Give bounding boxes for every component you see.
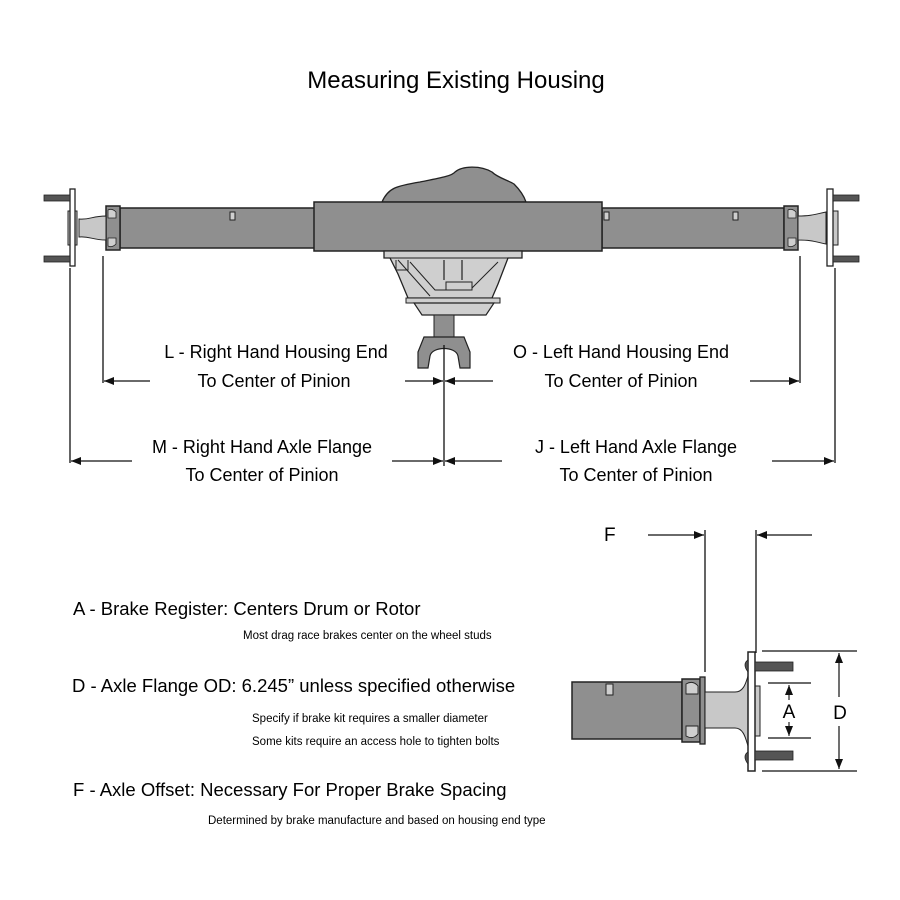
dimension-j-sublabel: To Center of Pinion xyxy=(559,465,712,485)
detail-axle-tube xyxy=(571,681,683,740)
note-d-detail-1: Specify if brake kit requires a smaller … xyxy=(252,713,488,725)
left-hand-housing-end xyxy=(783,188,860,267)
note-d-heading: D - Axle Flange OD: 6.245” unless specif… xyxy=(72,675,515,696)
dimension-m-sublabel: To Center of Pinion xyxy=(185,465,338,485)
wheel-stud xyxy=(43,255,71,263)
third-member xyxy=(383,250,523,316)
register-a-label: A xyxy=(783,702,796,723)
center-section xyxy=(313,201,603,252)
note-f-heading: F - Axle Offset: Necessary For Proper Br… xyxy=(73,779,507,800)
wheel-stud xyxy=(754,661,794,672)
dimension-m-label: M - Right Hand Axle Flange xyxy=(152,437,372,457)
offset-f-label: F xyxy=(604,525,616,546)
dimension-o-sublabel: To Center of Pinion xyxy=(544,371,697,391)
rear-axle-housing xyxy=(43,166,860,369)
tube-tab xyxy=(605,683,614,696)
flange-od-d-label: D xyxy=(833,703,847,724)
right-hand-axle-tube xyxy=(119,207,317,249)
note-a-heading: A - Brake Register: Centers Drum or Roto… xyxy=(73,598,421,619)
dimension-l-sublabel: To Center of Pinion xyxy=(197,371,350,391)
axle-flange xyxy=(747,651,756,772)
differential-cover xyxy=(381,166,527,203)
dimension-lines xyxy=(69,256,836,466)
right-hand-housing-end xyxy=(43,188,121,267)
note-f-detail: Determined by brake manufacture and base… xyxy=(208,815,546,827)
dimension-j-label: J - Left Hand Axle Flange xyxy=(535,437,737,457)
wheel-stud xyxy=(754,750,794,761)
wheel-stud xyxy=(832,194,860,202)
note-d-detail-2: Some kits require an access hole to tigh… xyxy=(252,736,500,748)
dimension-o-label: O - Left Hand Housing End xyxy=(513,342,729,362)
notes: A - Brake Register: Centers Drum or Roto… xyxy=(72,598,546,827)
dimension-l-label: L - Right Hand Housing End xyxy=(164,342,387,362)
left-hand-axle-tube xyxy=(601,207,785,249)
wheel-stud xyxy=(832,255,860,263)
note-a-detail: Most drag race brakes center on the whee… xyxy=(243,630,492,642)
diagram-title: Measuring Existing Housing xyxy=(307,67,604,94)
tube-tab xyxy=(229,211,236,221)
housing-end-detail: F A D xyxy=(571,525,857,772)
pinion-yoke xyxy=(417,314,471,369)
wheel-stud xyxy=(43,194,71,202)
tube-tab xyxy=(603,211,610,221)
tube-tab xyxy=(732,211,739,221)
